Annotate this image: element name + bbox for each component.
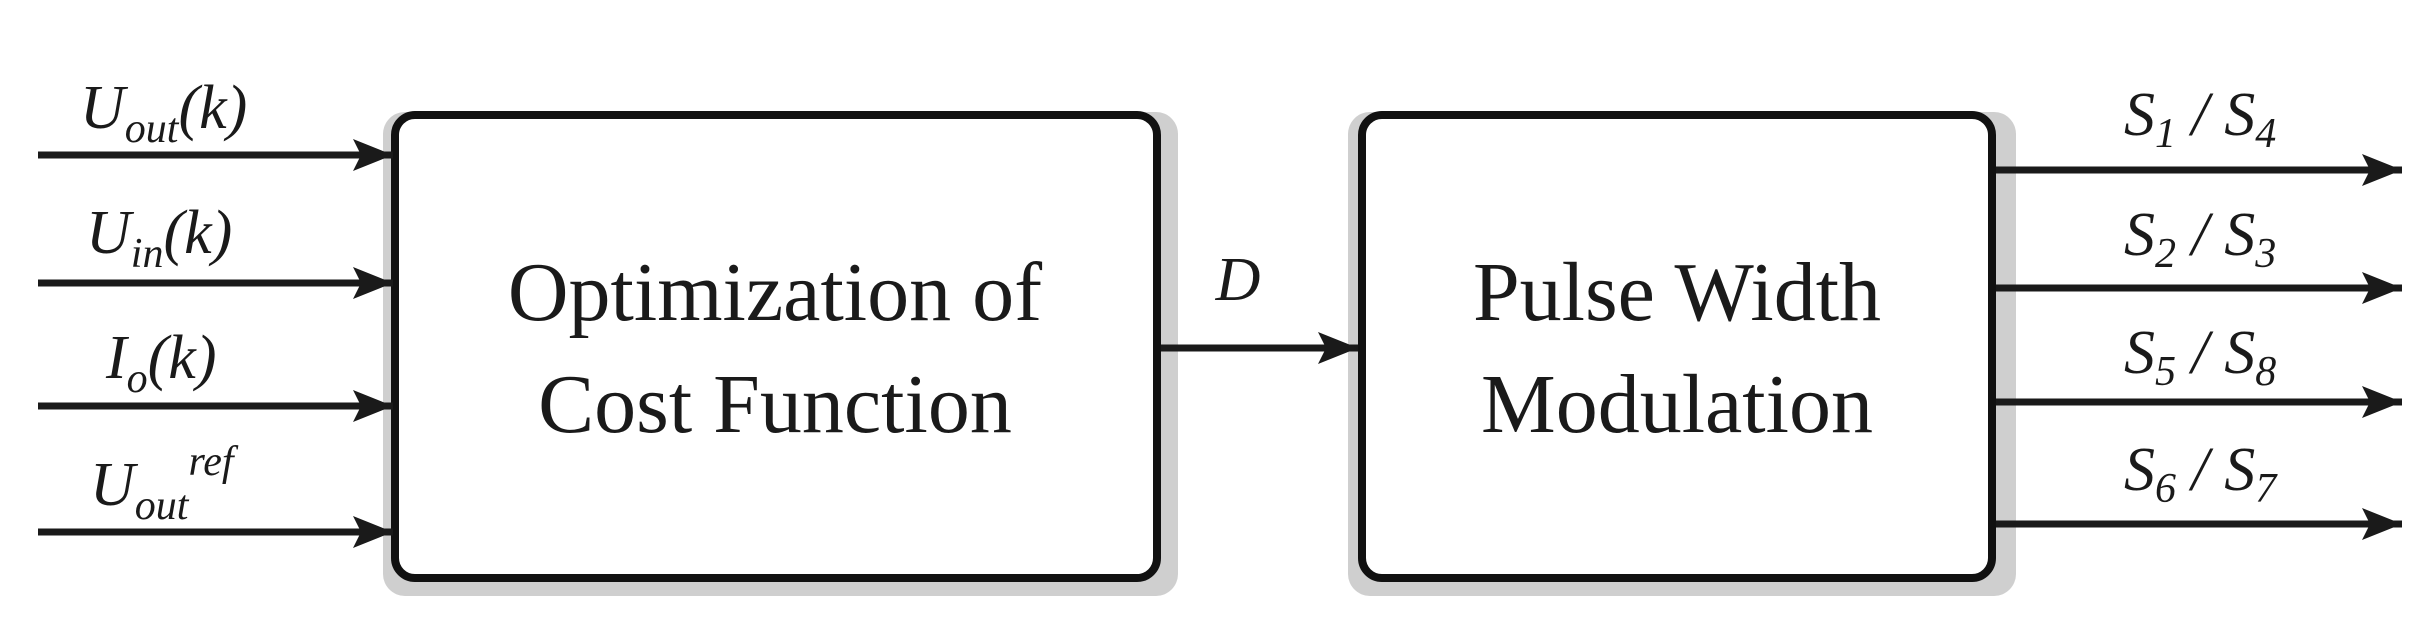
cost-function-block — [391, 111, 1161, 582]
input-label-1: Uout(k) — [80, 74, 247, 152]
output-label-3: S5 / S8 — [2124, 319, 2276, 395]
pwm-line1: Pulse Width — [1473, 246, 1881, 339]
output-label-2: S2 / S3 — [2124, 201, 2276, 277]
output-label-4: S6 / S7 — [2124, 436, 2278, 512]
input-label-2: Uin(k) — [86, 199, 232, 277]
pwm-block — [1358, 111, 1996, 582]
cost-function-line1: Optimization of — [508, 246, 1042, 339]
output-label-1: S1 / S4 — [2124, 81, 2276, 157]
pwm-line2: Modulation — [1481, 358, 1873, 451]
connector-label: D — [1215, 246, 1261, 314]
input-label-3: Io(k) — [105, 324, 216, 402]
input-label-4: Uoutref — [90, 439, 239, 529]
cost-function-line2: Cost Function — [538, 358, 1012, 451]
